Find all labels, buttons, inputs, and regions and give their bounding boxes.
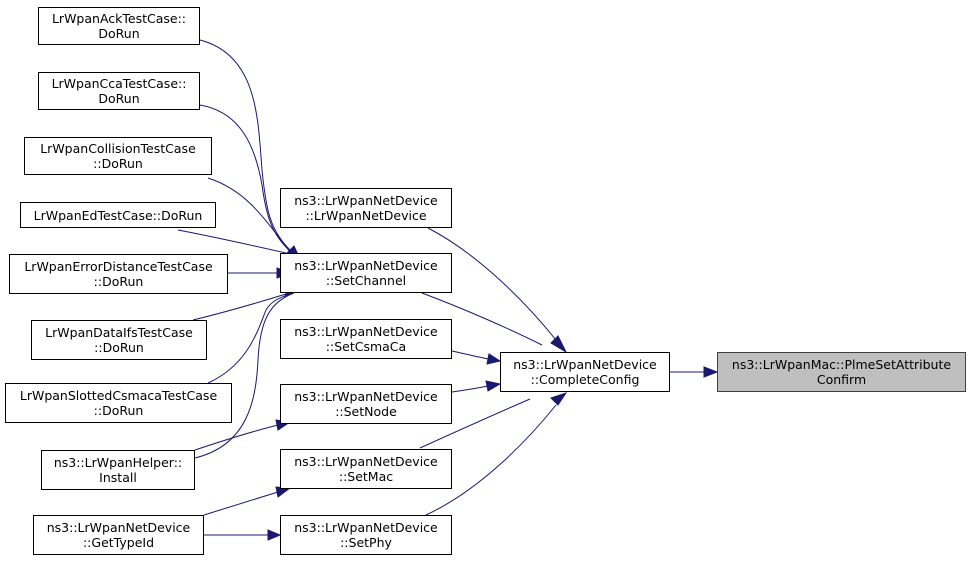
node-helper-install[interactable]: ns3::LrWpanHelper:: Install <box>41 450 195 490</box>
node-collision-test-dorun[interactable]: LrWpanCollisionTestCase ::DoRun <box>24 137 212 175</box>
node-label-line2: ::DoRun <box>93 403 144 418</box>
node-label-line2: ::SetCsmaCa <box>325 339 407 354</box>
edge-slotted-to-setchannel <box>207 292 293 384</box>
node-label-line2: ::DoRun <box>93 156 143 171</box>
edge-setphy-to-complete <box>425 404 557 516</box>
edge-cca-to-setchannel <box>199 104 291 252</box>
node-label-line2: DoRun <box>98 91 140 106</box>
edge-ifs-to-setchannel <box>192 293 287 321</box>
node-label-line2: ::LrWpanNetDevice <box>305 208 427 223</box>
edge-ctor-to-complete <box>427 227 557 341</box>
node-label-line1: ns3::LrWpanNetDevice <box>513 357 657 372</box>
node-label-line2: Confirm <box>816 372 867 387</box>
node-set-phy[interactable]: ns3::LrWpanNetDevice ::SetPhy <box>280 515 452 555</box>
node-set-csmaca[interactable]: ns3::LrWpanNetDevice ::SetCsmaCa <box>280 319 452 359</box>
node-label-line2: ::SetPhy <box>340 535 392 550</box>
node-label-line2: ::SetMac <box>338 469 394 484</box>
edge-setchannel-to-complete <box>421 292 543 346</box>
node-plme-set-attribute-confirm: ns3::LrWpanMac::PlmeSetAttribute Confirm <box>717 352 966 392</box>
node-ack-test-dorun[interactable]: LrWpanAckTestCase:: DoRun <box>38 7 200 45</box>
node-set-mac[interactable]: ns3::LrWpanNetDevice ::SetMac <box>280 449 452 489</box>
edge-helper-to-setchannel <box>194 292 295 459</box>
node-label-line2: ::DoRun <box>94 340 144 355</box>
node-label-line2: DoRun <box>98 26 140 41</box>
node-set-node[interactable]: ns3::LrWpanNetDevice ::SetNode <box>280 384 452 424</box>
arrowhead-complete-3 <box>485 380 502 392</box>
arrowhead-complete-4 <box>550 392 568 406</box>
node-label-line1: LrWpanCcaTestCase:: <box>51 76 187 91</box>
node-ed-test-dorun[interactable]: LrWpanEdTestCase::DoRun <box>20 202 216 228</box>
node-complete-config[interactable]: ns3::LrWpanNetDevice ::CompleteConfig <box>500 352 670 392</box>
edge-setcsmaca-to-complete <box>451 350 489 360</box>
node-label-line2: ::SetNode <box>335 404 397 419</box>
arrowhead-complete-1 <box>550 335 568 354</box>
node-label-line1: LrWpanEdTestCase::DoRun <box>33 207 203 223</box>
node-label-line1: LrWpanErrorDistanceTestCase <box>24 259 213 274</box>
node-label-line1: ns3::LrWpanNetDevice <box>294 454 438 469</box>
node-label-line1: LrWpanDataIfsTestCase <box>45 325 193 340</box>
node-label-line1: LrWpanAckTestCase:: <box>51 11 187 26</box>
node-label-line2: ::SetChannel <box>325 273 407 288</box>
node-label-line1: ns3::LrWpanNetDevice <box>294 389 438 404</box>
node-label-line2: ::CompleteConfig <box>530 372 640 387</box>
edge-setmac-to-complete <box>419 398 531 449</box>
node-label-line1: ns3::LrWpanHelper:: <box>53 455 183 470</box>
edge-ack-to-setchannel <box>199 39 291 251</box>
node-data-ifs-test-dorun[interactable]: LrWpanDataIfsTestCase ::DoRun <box>31 320 207 360</box>
arrowhead-plme <box>703 366 719 378</box>
edge-ed-to-setchannel <box>177 229 287 254</box>
node-cca-test-dorun[interactable]: LrWpanCcaTestCase:: DoRun <box>38 72 200 110</box>
arrowhead-setphy <box>267 529 282 541</box>
edge-collision-to-setchannel <box>207 177 291 253</box>
edge-setnode-to-complete <box>451 385 489 393</box>
node-error-distance-test-dorun[interactable]: LrWpanErrorDistanceTestCase ::DoRun <box>9 254 228 294</box>
node-label-line1: ns3::LrWpanNetDevice <box>294 193 438 208</box>
node-label-line1: ns3::LrWpanNetDevice <box>294 258 438 273</box>
edge-helper-to-setnode <box>194 424 279 451</box>
node-label-line1: ns3::LrWpanNetDevice <box>46 520 191 535</box>
node-label-line1: ns3::LrWpanNetDevice <box>294 520 438 535</box>
node-label-line2: Install <box>99 470 137 485</box>
node-label-line1: ns3::LrWpanNetDevice <box>294 324 438 339</box>
node-label-line1: LrWpanCollisionTestCase <box>40 141 196 156</box>
node-label-line1: ns3::LrWpanMac::PlmeSetAttribute <box>731 357 952 372</box>
node-label-line1: LrWpanSlottedCsmacaTestCase <box>19 388 218 403</box>
node-get-type-id[interactable]: ns3::LrWpanNetDevice ::GetTypeId <box>33 515 204 555</box>
node-slotted-csmaca-test-dorun[interactable]: LrWpanSlottedCsmacaTestCase ::DoRun <box>5 383 232 423</box>
node-netdevice-constructor[interactable]: ns3::LrWpanNetDevice ::LrWpanNetDevice <box>280 188 452 228</box>
node-label-line2: ::DoRun <box>93 274 144 289</box>
node-label-line2: ::GetTypeId <box>82 535 155 550</box>
edge-typeid-to-setmac <box>203 491 279 516</box>
arrowhead-complete-2 <box>486 353 502 365</box>
node-set-channel[interactable]: ns3::LrWpanNetDevice ::SetChannel <box>280 253 452 293</box>
